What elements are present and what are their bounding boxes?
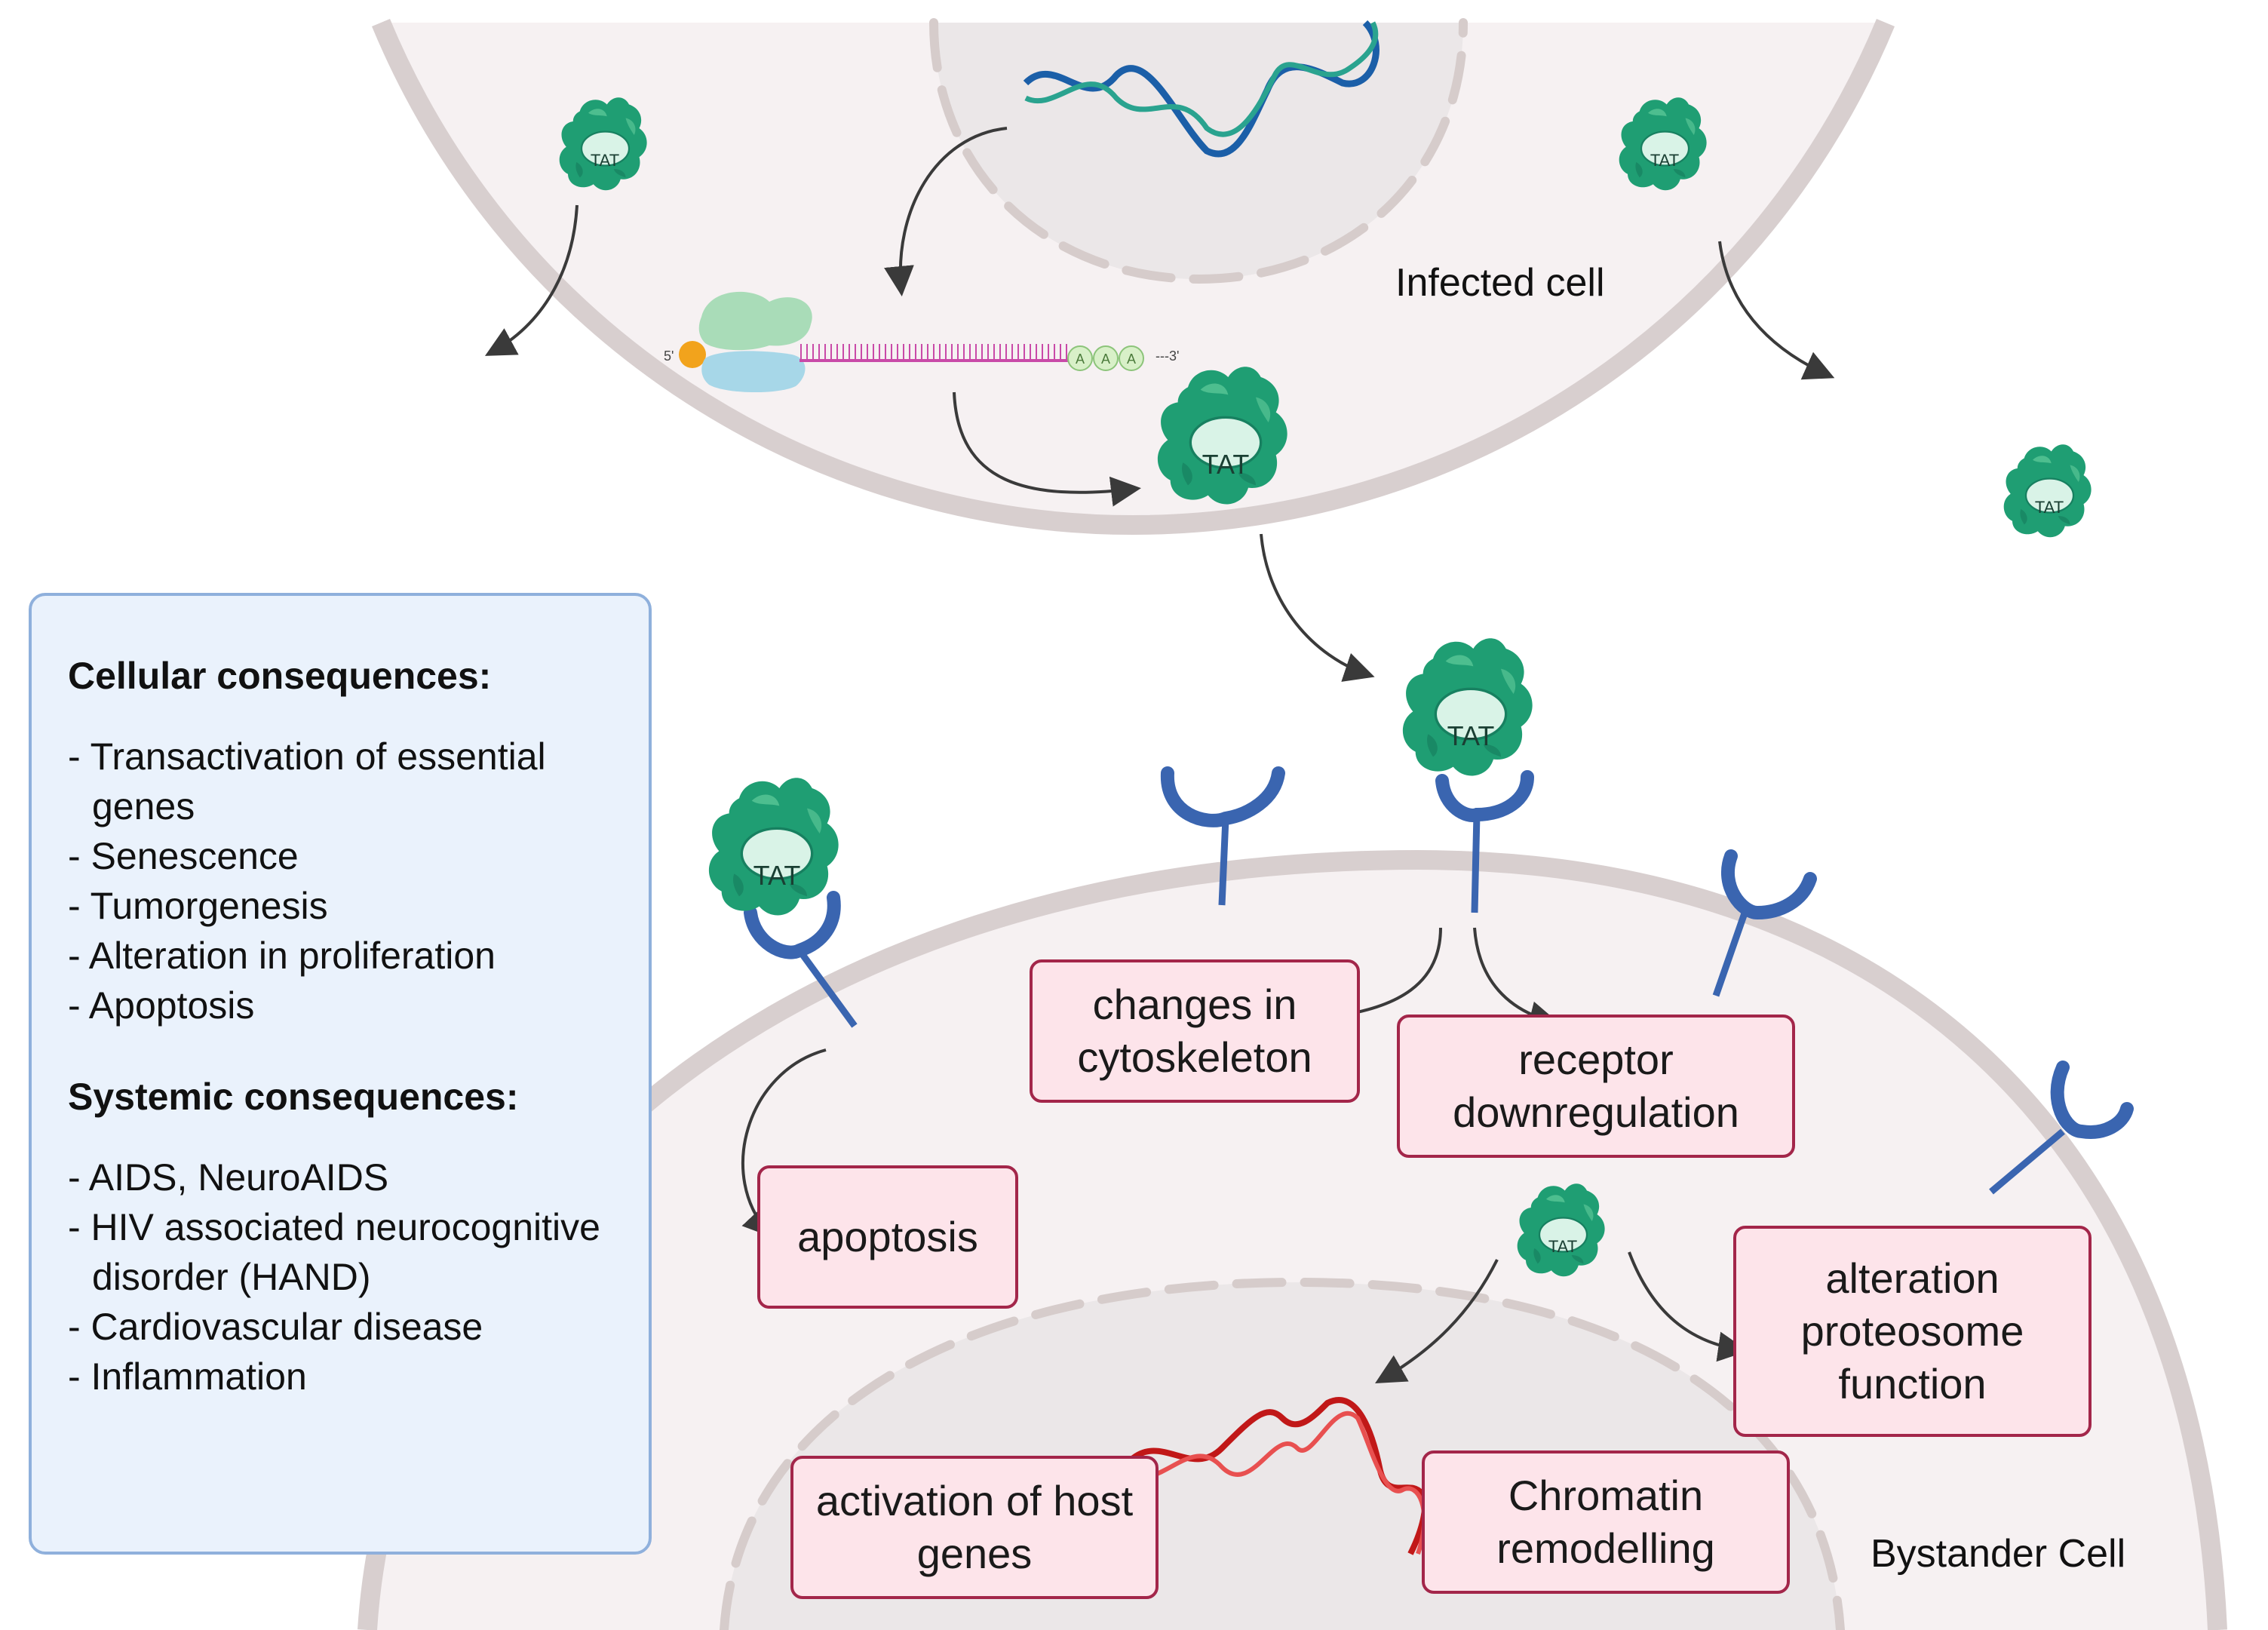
tat-label: TAT: [753, 860, 801, 891]
infected-cell: [371, 18, 1895, 535]
tat-protein: TAT: [1618, 97, 1708, 192]
polya-bead-icon: [1119, 345, 1144, 371]
list-item: - Senescence: [68, 835, 299, 877]
polya-bead-icon: [1093, 345, 1119, 371]
list-item: - Inflammation: [68, 1355, 307, 1398]
cellular-list: - Transactivation of essential genes - S…: [68, 732, 649, 1030]
cap-icon: [679, 341, 706, 368]
outcome-box-cytoskeleton: changes in cytoskeleton: [1030, 959, 1360, 1103]
tat-protein: TAT: [558, 97, 648, 192]
infected-cell-label: Infected cell: [1395, 261, 1605, 305]
tat-protein: TAT: [1401, 637, 1534, 778]
list-item: - Transactivation of essential genes: [68, 735, 546, 827]
tat-label: TAT: [1548, 1237, 1577, 1256]
host-dna-helix: [1129, 1397, 1429, 1555]
polya-base-label: A: [1076, 351, 1085, 367]
bystander-cell-label: Bystander Cell: [1871, 1532, 2126, 1576]
tat-protein: TAT: [707, 776, 840, 917]
outcome-label: Chromatin remodelling: [1496, 1472, 1715, 1572]
arrow-to-apoptosis: [741, 1048, 827, 1238]
consequences-box: Cellular consequences: - Transactivation…: [29, 593, 652, 1555]
arrow-tat-to-bystander: [1260, 533, 1375, 682]
tat-label: TAT: [591, 151, 619, 170]
arrow-tat-right-out: [1718, 241, 1835, 380]
outcome-box-apoptosis: apoptosis: [757, 1165, 1018, 1309]
arrow-tat-left-out: [484, 204, 579, 356]
tat-label: TAT: [1650, 151, 1679, 170]
outcome-box-proteosome: alteration proteosome function: [1733, 1226, 2092, 1437]
systemic-list: - AIDS, NeuroAIDS - HIV associated neuro…: [68, 1153, 649, 1401]
list-item: - AIDS, NeuroAIDS: [68, 1156, 389, 1199]
receptor-icon: [1435, 770, 1534, 913]
list-item: - Cardiovascular disease: [68, 1306, 483, 1348]
mrna-3prime-label: ---3': [1155, 348, 1179, 364]
outcome-box-host-genes: activation of host genes: [790, 1456, 1159, 1599]
polya-base-label: A: [1127, 351, 1136, 367]
receptor-icon: [1712, 849, 1817, 997]
arrow-to-host-genes: [1375, 1259, 1499, 1383]
tat-protein: TAT: [1156, 365, 1289, 506]
list-item: - HIV associated neurocognitive disorder…: [68, 1206, 600, 1298]
infected-nucleus: [934, 23, 1463, 279]
tat-label: TAT: [1447, 720, 1495, 751]
mrna-5prime-label: 5': [664, 348, 674, 364]
arrow-dna-to-mrna: [884, 127, 1008, 296]
receptor-icon: [1989, 1061, 2134, 1195]
polya-base-label: A: [1101, 351, 1110, 367]
outcome-label: alteration proteosome function: [1800, 1254, 2024, 1407]
ribosome-large-subunit-icon: [698, 291, 812, 351]
ribosome-small-subunit-icon: [701, 351, 806, 393]
outcome-box-receptor-downregulation: receptor downregulation: [1397, 1015, 1795, 1158]
outcome-label: activation of host genes: [815, 1477, 1134, 1577]
list-item: - Tumorgenesis: [68, 885, 328, 927]
outcome-label: receptor downregulation: [1453, 1036, 1739, 1136]
tat-label: TAT: [1202, 449, 1250, 480]
bystander-nucleus-envelope: [720, 1277, 1845, 1630]
tat-protein: TAT: [1516, 1183, 1606, 1278]
systemic-heading: Systemic consequences:: [68, 1076, 519, 1118]
tat-label: TAT: [2035, 498, 2064, 517]
outcome-box-chromatin: Chromatin remodelling: [1422, 1450, 1790, 1594]
tat-protein: TAT: [2003, 444, 2092, 539]
list-item: - Apoptosis: [68, 984, 255, 1027]
arrow-to-proteosome: [1628, 1251, 1748, 1362]
outcome-label: apoptosis: [797, 1213, 978, 1260]
infected-cell-membrane-outline: [371, 19, 1895, 535]
infected-nucleus-envelope: [929, 18, 1468, 284]
receptor-icon: [1160, 766, 1285, 906]
arrow-mrna-to-tat: [953, 391, 1141, 507]
outcome-label: changes in cytoskeleton: [1077, 981, 1312, 1081]
receptor-icon: [744, 891, 858, 1028]
viral-dna-helix: [1023, 20, 1380, 158]
mrna-strand: [799, 344, 1071, 362]
polya-bead-icon: [1067, 345, 1093, 371]
list-item: - Alteration in proliferation: [68, 935, 496, 977]
cellular-heading: Cellular consequences:: [68, 655, 492, 697]
